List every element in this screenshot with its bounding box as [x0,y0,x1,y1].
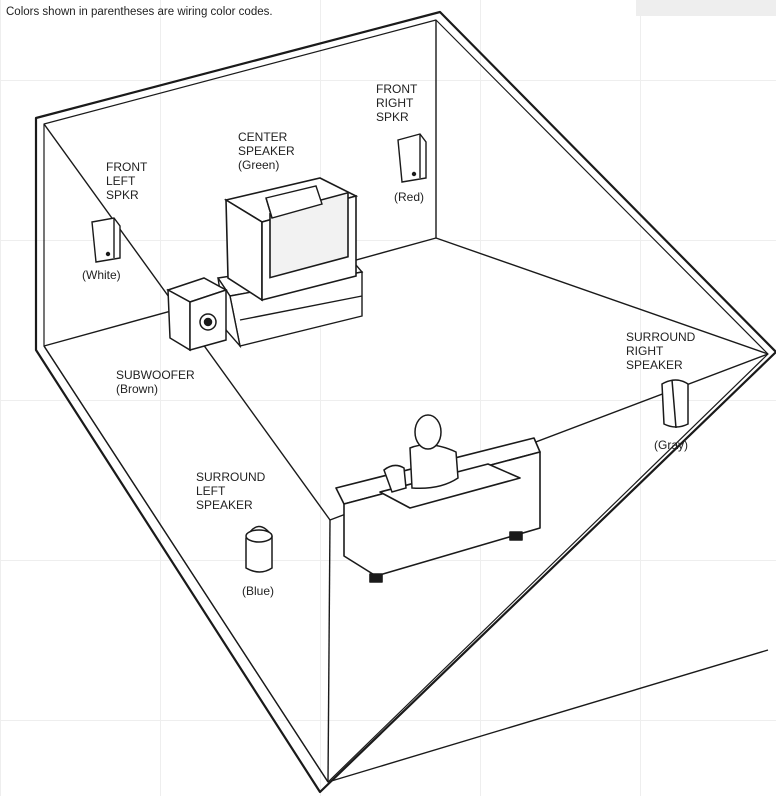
front-left-label: FRONT LEFT SPKR [106,160,148,202]
surround-left-speaker-icon [245,525,273,573]
front-right-color-code: (Red) [394,190,425,204]
front-left-speaker-icon [91,217,121,263]
front-right-speaker-icon [397,133,427,183]
wiring-note: Colors shown in parentheses are wiring c… [6,6,273,18]
room-outline [34,10,776,794]
floor-right-front [327,649,769,783]
surround-right-speaker-icon [661,379,689,429]
floor-front-edge [43,345,329,783]
front-left-color-code: (White) [82,268,121,282]
floor-right-edge [435,237,769,355]
subwoofer-label: SUBWOOFER (Brown) [116,368,195,396]
room-outline-inner [43,19,769,783]
front-corner-vertical [327,519,331,783]
surround-left-label: SURROUND LEFT SPEAKER [196,470,266,512]
person-icon [383,414,459,493]
tv-icon [223,177,359,302]
surround-right-color-code: (Gray) [654,438,688,452]
surround-left-color-code: (Blue) [242,584,275,598]
front-right-label: FRONT RIGHT SPKR [376,82,418,124]
center-label: CENTER SPEAKER (Green) [238,130,295,172]
center-speaker-icon [265,185,323,219]
subwoofer-icon [166,277,228,352]
surround-right-label: SURROUND RIGHT SPEAKER [626,330,696,372]
corner-tab [636,0,776,16]
